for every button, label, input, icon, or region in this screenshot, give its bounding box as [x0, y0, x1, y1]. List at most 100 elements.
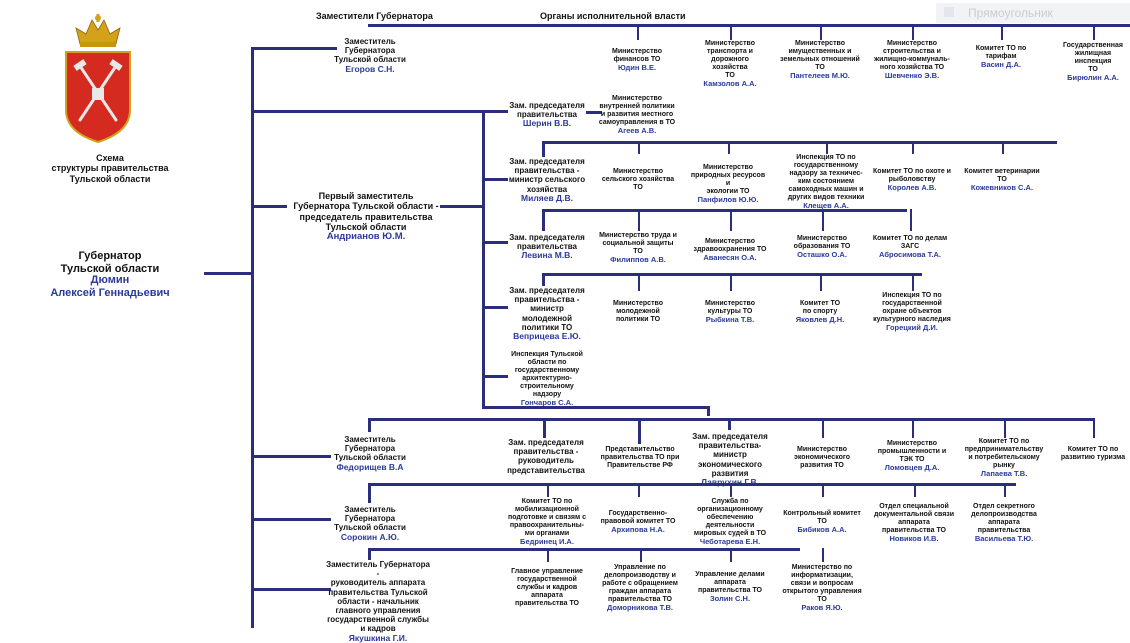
levina-drop	[638, 209, 640, 231]
block-title: Зам. председателя правительства	[508, 233, 586, 251]
exec-body: Инспекция ТО по государственному надзору…	[782, 154, 870, 211]
fedorishchev-stem	[251, 455, 331, 458]
exec-body: Управление делами аппарата правительства…	[690, 571, 770, 604]
yakushkina-drop	[547, 548, 549, 562]
block-title: Министерство труда и социальной защиты Т…	[598, 232, 678, 256]
levina-drop	[822, 209, 824, 231]
exec-body: Отдел секретного делопроизводства аппара…	[964, 503, 1044, 544]
vepritseva-drop	[912, 273, 914, 291]
block-title: Управление по делопроизводству и работе …	[598, 564, 682, 604]
exec-body: Служба по организационному обеспечению д…	[690, 498, 770, 547]
block-title: Комитет ТО по предпринимательству и потр…	[964, 438, 1044, 470]
levina-link	[482, 241, 508, 244]
levina-drop	[910, 209, 912, 231]
milyaev-link	[482, 178, 508, 181]
person-name: Доморникова Т.В.	[598, 604, 682, 613]
fedorishchev-drop	[368, 418, 371, 432]
exec-body: Главное управление государственной служб…	[504, 568, 590, 608]
exec-body: Управление по делопроизводству и работе …	[598, 564, 682, 613]
sorokin-bus	[368, 483, 1016, 486]
vice-chairs-vertical	[482, 110, 485, 408]
block-title: Комитет ТО по делам ЗАГС	[872, 235, 948, 251]
person-name: Васин Д.А.	[968, 61, 1034, 70]
exec-body: Министерство по информатизации, связи и …	[782, 564, 862, 613]
milyaev-drop	[542, 141, 545, 157]
block-title: Зам. председателя правительства - минист…	[508, 286, 586, 332]
block-title: Управление делами аппарата правительства…	[690, 571, 770, 595]
egorov-drop	[820, 24, 822, 40]
vice-chairs-bottom-drop	[707, 406, 710, 416]
milyaev-drop	[638, 141, 640, 154]
person-name: Миляев Д.В.	[508, 194, 586, 204]
scheme-title: Схема структуры правительства Тульской о…	[40, 153, 180, 184]
block-title: Зам. председателя правительства	[508, 101, 586, 119]
person-name: Новиков И.В.	[872, 535, 956, 544]
exec-body: Комитет ТО по предпринимательству и потр…	[964, 438, 1044, 479]
block-title: Министерство промышленности и ТЭК ТО	[872, 440, 952, 464]
fedorishchev-drop	[1004, 418, 1006, 438]
person-name: Федорищев В.А	[324, 463, 416, 473]
vepritseva-bus	[542, 273, 922, 276]
yakushkina-drop	[640, 548, 642, 562]
fedorishchev-drop	[728, 418, 731, 430]
block-title: Министерство финансов ТО	[603, 48, 671, 64]
yakushkina-drop	[368, 548, 371, 560]
person-name: Горецкий Д.И.	[872, 324, 952, 333]
vepritseva-drop	[638, 273, 640, 291]
person-name: Кожевников С.А.	[964, 184, 1040, 193]
person-name: Бирюлин А.А.	[1056, 74, 1130, 83]
exec-body: Министерство внутренней политики и разви…	[598, 95, 676, 136]
block-title: Заместитель Губернатора Тульской области	[324, 505, 416, 533]
first-deputy: Первый заместитель Губернатора Тульской …	[286, 191, 446, 243]
block-title: Заместитель Губернатора Тульской области	[324, 435, 416, 463]
person-name: Чеботарева Е.Н.	[690, 538, 770, 547]
person-name: Агеев А.В.	[598, 127, 676, 136]
sorokin-drop	[368, 483, 371, 503]
exec-body: Комитет ТО по мобилизационной подготовке…	[504, 498, 590, 547]
person-name: Бибиков А.А.	[782, 526, 862, 535]
sorokin-drop	[547, 483, 549, 497]
vice-chair-representation: Зам. председателя правительства - руково…	[506, 438, 586, 475]
block-title: Комитет ТО по спорту	[782, 300, 858, 316]
sorokin-drop	[730, 483, 732, 497]
block-title: Министерство имущественных и земельных о…	[780, 40, 860, 72]
milyaev-drop	[1002, 141, 1004, 154]
milyaev-drop	[728, 141, 730, 154]
egorov-drop	[912, 24, 914, 40]
yakushkina-stem	[251, 588, 331, 591]
block-title: Министерство культуры ТО	[690, 300, 770, 316]
person-name: Рыбкина Т.В.	[690, 316, 770, 325]
person-name: Левина М.В.	[508, 251, 586, 261]
person-name: Панфилов Ю.Ю.	[688, 196, 768, 205]
person-name: Осташко О.А.	[782, 251, 862, 260]
block-title: Главное управление государственной служб…	[504, 568, 590, 608]
exec-body: Министерство молодежной политики ТО	[598, 300, 678, 324]
deputy-egorov: Заместитель Губернатора Тульской области…	[324, 37, 416, 74]
deputy-fedorishchev: Заместитель Губернатора Тульской области…	[324, 435, 416, 472]
egorov-drop	[1093, 24, 1095, 40]
exec-body: Министерство труда и социальной защиты Т…	[598, 232, 678, 265]
person-name: Архипова Н.А.	[598, 526, 678, 535]
person-name: Абросимова Т.А.	[872, 251, 948, 260]
person-name: Королев А.В.	[872, 184, 952, 193]
block-title: Контрольный комитет ТО	[782, 510, 862, 526]
vice-chair-milyaev: Зам. председателя правительства - минист…	[508, 157, 586, 204]
exec-body: Министерство имущественных и земельных о…	[780, 40, 860, 81]
block-title: Министерство строительства и жилищно-ком…	[872, 40, 952, 72]
block-title: Министерство по информатизации, связи и …	[782, 564, 862, 604]
block-title: Инспекция ТО по государственной охране о…	[872, 292, 952, 324]
person-name: Андрианов Ю.М.	[286, 232, 446, 243]
vice-chair-lavrukhin: Зам. председателя правительства- министр…	[690, 432, 770, 488]
block-title: Комитет ТО по тарифам	[968, 45, 1034, 61]
person-name: Золин С.Н.	[690, 595, 770, 604]
block-title: Инспекция ТО по государственному надзору…	[782, 154, 870, 202]
exec-body: Министерство транспорта и дорожного хозя…	[694, 40, 766, 89]
egorov-drop	[637, 24, 639, 40]
